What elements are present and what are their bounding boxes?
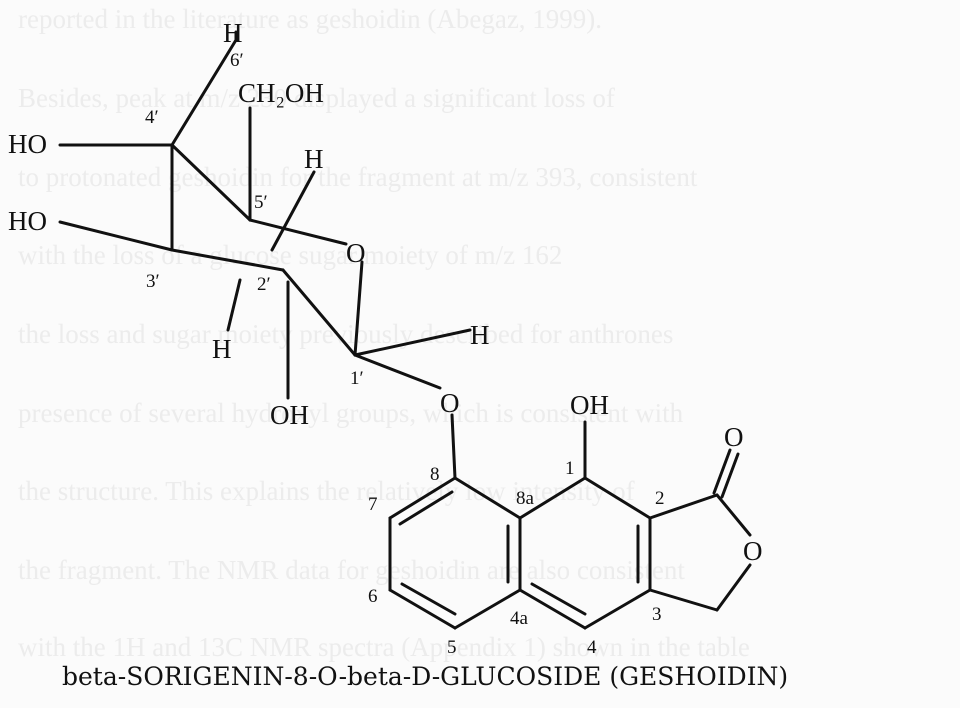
background-line: the fragment. The NMR data for geshoidin… — [18, 555, 685, 585]
locant-1: 1 — [565, 458, 575, 479]
bond-1p-2p — [281, 268, 357, 357]
background-line: the structure. This explains the relativ… — [18, 476, 635, 506]
locant-5p: 5′ — [254, 192, 268, 213]
bond-1p-h — [353, 328, 472, 357]
locant-8a: 8a — [516, 488, 535, 509]
bond-2p-h — [226, 278, 242, 332]
locant-6: 6 — [368, 586, 378, 607]
locant-4a: 4a — [510, 608, 529, 629]
bond-1p-olink — [353, 353, 442, 390]
locant-1p: 1′ — [350, 368, 364, 389]
atom-h-2: H — [212, 334, 232, 364]
background-line: presence of several hydroxyl groups, whi… — [18, 398, 684, 428]
locant-4: 4 — [587, 637, 597, 658]
bond-ch2-3 — [648, 588, 719, 612]
bond-co-1 — [712, 448, 732, 495]
bond-8a-1 — [518, 476, 587, 520]
locant-8: 8 — [430, 464, 440, 485]
bond-carbonylc-o — [715, 493, 752, 537]
bonds — [58, 30, 752, 630]
bond-3p-ho — [58, 220, 174, 252]
bond-5p-h — [270, 170, 316, 252]
bond-1-2 — [583, 476, 652, 520]
bond-o-ch2 — [715, 563, 752, 612]
atom-h-6: H — [223, 18, 243, 48]
bond-3-4 — [583, 588, 652, 630]
atom-o-carbonyl: O — [724, 422, 744, 452]
locant-7: 7 — [368, 494, 378, 515]
bond-co-2 — [720, 452, 740, 499]
bond-2p-3p — [170, 248, 285, 272]
atom-h-5: H — [304, 144, 324, 174]
bond-4-4a — [518, 588, 587, 630]
background-line: Besides, peak at m/z 230 displayed a sig… — [18, 83, 615, 113]
bond-5p-oring — [248, 218, 348, 246]
bond-4p-5p — [170, 143, 252, 222]
locant-5: 5 — [447, 637, 457, 658]
bond-8-7 — [388, 476, 457, 520]
background-line: reported in the literature as geshoidin … — [18, 4, 602, 34]
bond-8-8a — [453, 476, 522, 520]
background-line: with the loss of a glucose sugar moiety … — [18, 240, 562, 270]
locant-2: 2 — [655, 488, 665, 509]
atom-h-1: H — [470, 320, 490, 350]
locant-6p: 6′ — [230, 50, 244, 71]
bond-6-5-inner — [400, 582, 457, 616]
bond-2-carbonylc — [648, 493, 719, 520]
bond-5-4a — [453, 588, 522, 630]
atom-oh-1: OH — [570, 390, 609, 420]
atom-labels: H CH₂OH HO HO H O H H OH O OH O O — [8, 18, 763, 566]
locant-3p: 3′ — [146, 271, 160, 292]
atom-o-lactone: O — [743, 536, 763, 566]
atom-o-link: O — [440, 388, 460, 418]
structure-caption: beta-SORIGENIN-8-O-beta-D-GLUCOSIDE (GES… — [62, 662, 789, 691]
locant-2p: 2′ — [257, 274, 271, 295]
locant-labels: 6′ 4′ 5′ 3′ 2′ 1′ 8 1 8a 2 7 6 3 4a 5 4 — [145, 50, 665, 658]
locant-4p: 4′ — [145, 107, 159, 128]
bond-8-7-inner — [398, 490, 454, 526]
atom-oh-2: OH — [270, 400, 309, 430]
locant-3: 3 — [652, 604, 662, 625]
bond-oring-1p — [353, 260, 364, 357]
atom-ho-4: HO — [8, 129, 47, 159]
atom-ch2oh: CH₂OH — [238, 78, 324, 108]
bond-4p-c6 — [170, 38, 238, 147]
background-line: to protonated geshoidin for the fragment… — [18, 162, 698, 192]
atom-o-ring: O — [346, 238, 366, 268]
atom-ho-3: HO — [8, 206, 47, 236]
bond-olink-c8 — [450, 413, 457, 480]
background-line: with the 1H and 13C NMR spectra (Appendi… — [18, 632, 750, 662]
bond-6-5 — [388, 588, 457, 630]
bond-4-4a-inner — [530, 582, 587, 616]
